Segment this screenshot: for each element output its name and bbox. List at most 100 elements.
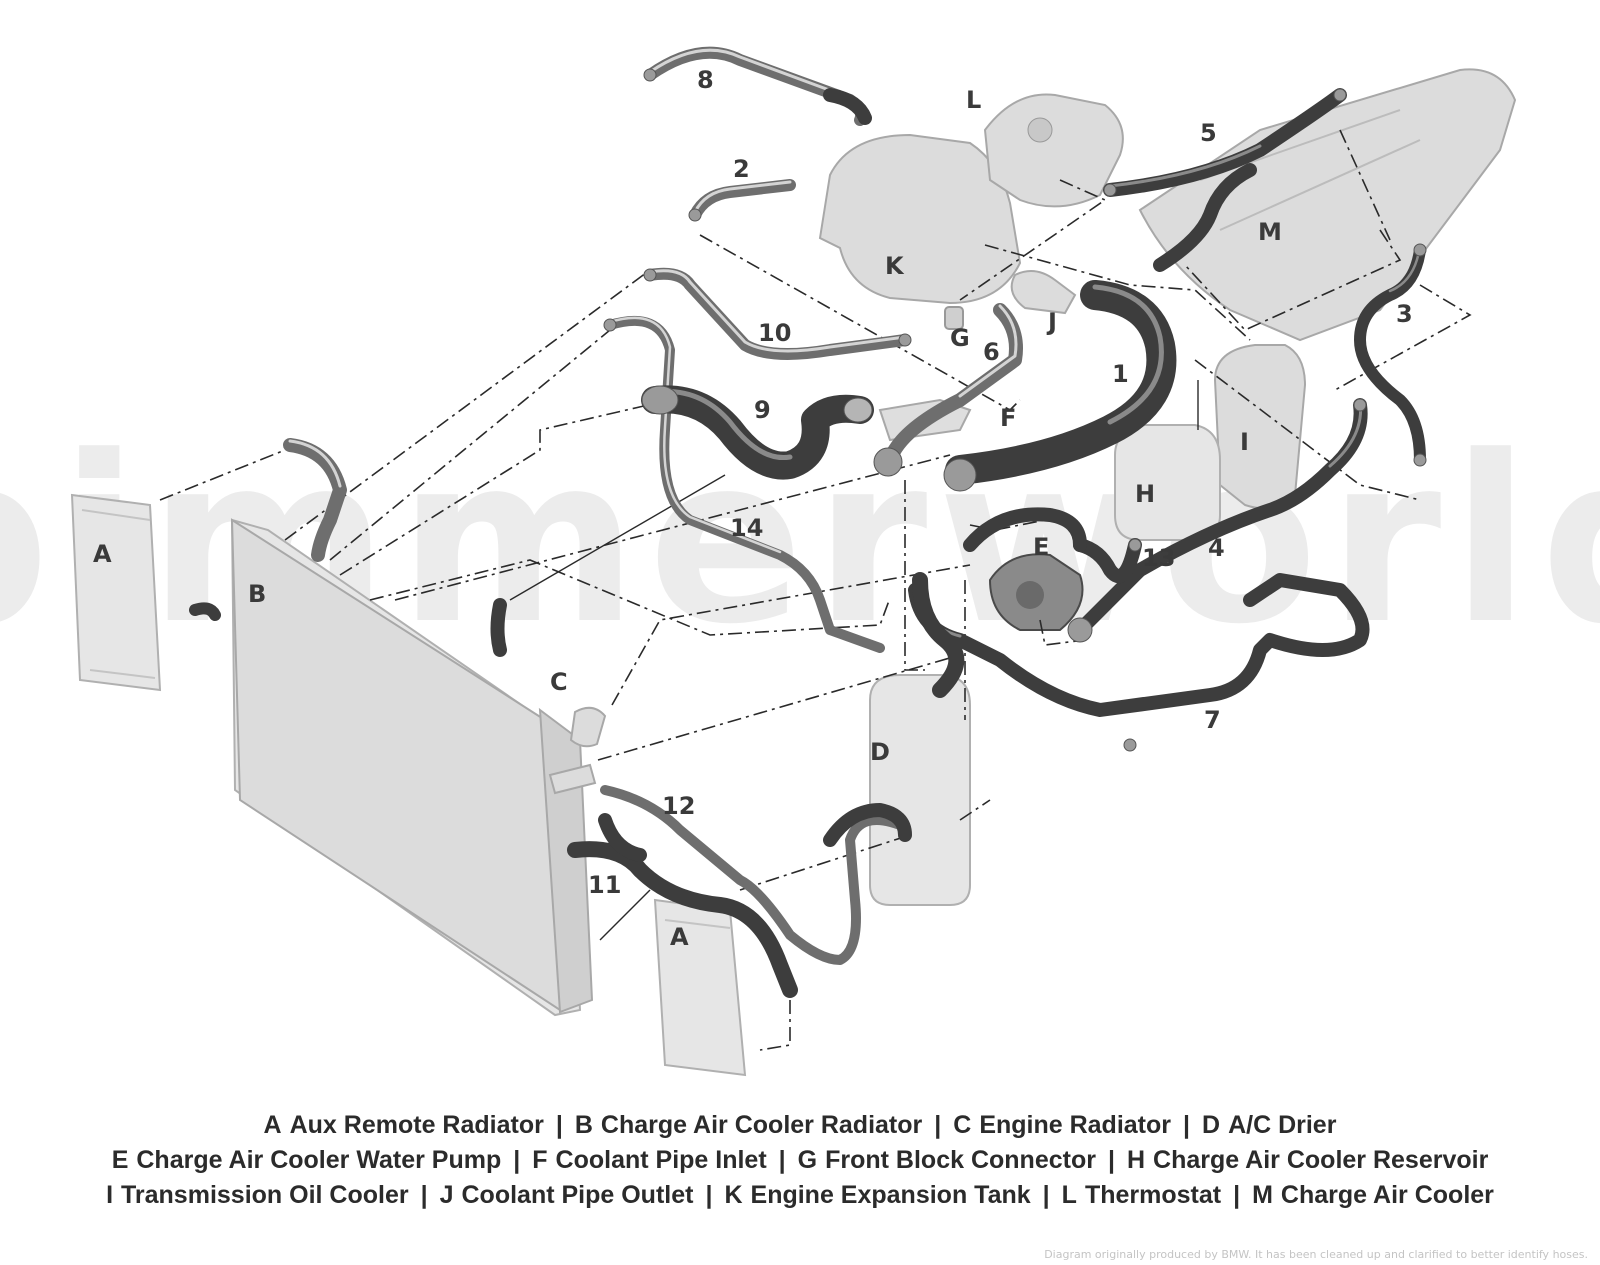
part-labels: A B C D E F G H I J K L M A 1 2 3 4 5 6 … bbox=[93, 66, 1413, 951]
legend-item-code: D bbox=[1202, 1111, 1221, 1139]
label-hose-13: 13 bbox=[1142, 544, 1175, 572]
part-m-charge-air-cooler bbox=[1138, 68, 1517, 342]
label-l: L bbox=[966, 86, 981, 114]
legend-separator: | bbox=[1042, 1181, 1050, 1209]
legend-separator: | bbox=[934, 1111, 942, 1139]
hose-pump-loop bbox=[912, 507, 1087, 698]
hose-9 bbox=[641, 385, 874, 480]
legend-item-code: F bbox=[532, 1146, 548, 1174]
label-hose-6: 6 bbox=[983, 338, 1000, 366]
part-d-ac-drier bbox=[869, 674, 971, 906]
hose-14 bbox=[605, 315, 885, 653]
legend-item-code: L bbox=[1061, 1181, 1077, 1209]
legend-item-name: Aux Remote Radiator bbox=[289, 1111, 544, 1139]
legend-item-name: Transmission Oil Cooler bbox=[121, 1181, 409, 1209]
hoses bbox=[189, 46, 1427, 998]
cooling-system-diagram: bimmerworld bbox=[0, 46, 1600, 1077]
legend-item-name: Charge Air Cooler Reservoir bbox=[1153, 1146, 1489, 1174]
legend-separator: | bbox=[705, 1181, 713, 1209]
legend-item-name: Engine Expansion Tank bbox=[750, 1181, 1031, 1209]
legend-item-code: A bbox=[263, 1111, 282, 1139]
label-i: I bbox=[1240, 428, 1249, 456]
hose-1 bbox=[943, 280, 1177, 492]
hose-clamps bbox=[603, 68, 1427, 752]
label-g: G bbox=[950, 324, 970, 352]
legend-separator: | bbox=[1183, 1111, 1190, 1139]
legend-item-name: Engine Radiator bbox=[979, 1111, 1171, 1139]
hose-6 bbox=[873, 303, 1023, 477]
hose-b-top bbox=[189, 438, 507, 657]
legend-item-code: H bbox=[1126, 1146, 1146, 1174]
part-i-transmission-oil-cooler bbox=[1213, 344, 1307, 510]
legend-separator: | bbox=[1107, 1146, 1115, 1174]
part-e-charge-air-cooler-water-pump bbox=[988, 553, 1084, 631]
part-h-charge-air-cooler-reservoir bbox=[1114, 424, 1221, 541]
label-m: M bbox=[1258, 218, 1282, 246]
legend-item-name: Charge Air Cooler Water Pump bbox=[136, 1146, 502, 1174]
legend-item-code: G bbox=[797, 1146, 818, 1174]
label-hose-14: 14 bbox=[730, 514, 763, 542]
hose-5 bbox=[1103, 88, 1347, 272]
label-hose-2: 2 bbox=[733, 155, 750, 183]
credit-note: Diagram originally produced by BMW. It h… bbox=[1044, 1248, 1588, 1261]
legend-separator: | bbox=[1233, 1181, 1241, 1209]
label-hose-5: 5 bbox=[1200, 119, 1217, 147]
label-hose-11: 11 bbox=[588, 871, 621, 899]
legend-item-code: M bbox=[1252, 1181, 1273, 1209]
label-hose-12: 12 bbox=[662, 792, 695, 820]
legend-separator: | bbox=[778, 1146, 786, 1174]
part-k-engine-expansion-tank bbox=[818, 133, 1022, 305]
legend-separator: | bbox=[555, 1111, 563, 1139]
label-hose-9: 9 bbox=[754, 396, 771, 424]
label-c: C bbox=[550, 668, 568, 696]
legend-item-name: A/C Drier bbox=[1228, 1111, 1337, 1139]
legend-item-code: K bbox=[724, 1181, 743, 1209]
hose-8 bbox=[644, 46, 872, 126]
legend-item-code: B bbox=[574, 1111, 593, 1139]
label-k: K bbox=[885, 252, 905, 280]
label-j: J bbox=[1046, 308, 1057, 336]
label-hose-4: 4 bbox=[1208, 534, 1225, 562]
hose-11 bbox=[567, 813, 798, 998]
label-hose-7: 7 bbox=[1204, 706, 1221, 734]
part-g-front-block-connector bbox=[944, 306, 964, 330]
legend-item-name: Front Block Connector bbox=[825, 1146, 1096, 1174]
label-hose-10: 10 bbox=[758, 319, 791, 347]
legend-item-code: J bbox=[439, 1181, 454, 1209]
hose-12 bbox=[600, 785, 912, 965]
label-a-left: A bbox=[93, 540, 112, 568]
legend-item-code: C bbox=[953, 1111, 972, 1139]
part-a-bottom-aux-radiator bbox=[653, 898, 747, 1077]
label-hose-8: 8 bbox=[697, 66, 714, 94]
legend-separator: | bbox=[513, 1146, 521, 1174]
legend-item-code: I bbox=[106, 1181, 114, 1209]
label-f: F bbox=[1000, 404, 1016, 432]
label-e: E bbox=[1033, 533, 1049, 561]
hose-10 bbox=[644, 267, 911, 360]
legend-item-name: Charge Air Cooler Radiator bbox=[600, 1111, 923, 1139]
label-h: H bbox=[1135, 480, 1155, 508]
legend-item-name: Coolant Pipe Inlet bbox=[555, 1146, 767, 1174]
hose-2 bbox=[689, 179, 796, 221]
part-j-coolant-pipe-outlet bbox=[1010, 270, 1077, 315]
legend-separator: | bbox=[420, 1181, 428, 1209]
label-d: D bbox=[870, 738, 890, 766]
legend-item-name: Charge Air Cooler bbox=[1280, 1181, 1494, 1209]
legend-item-name: Coolant Pipe Outlet bbox=[461, 1181, 694, 1209]
label-a-bottom: A bbox=[670, 923, 689, 951]
